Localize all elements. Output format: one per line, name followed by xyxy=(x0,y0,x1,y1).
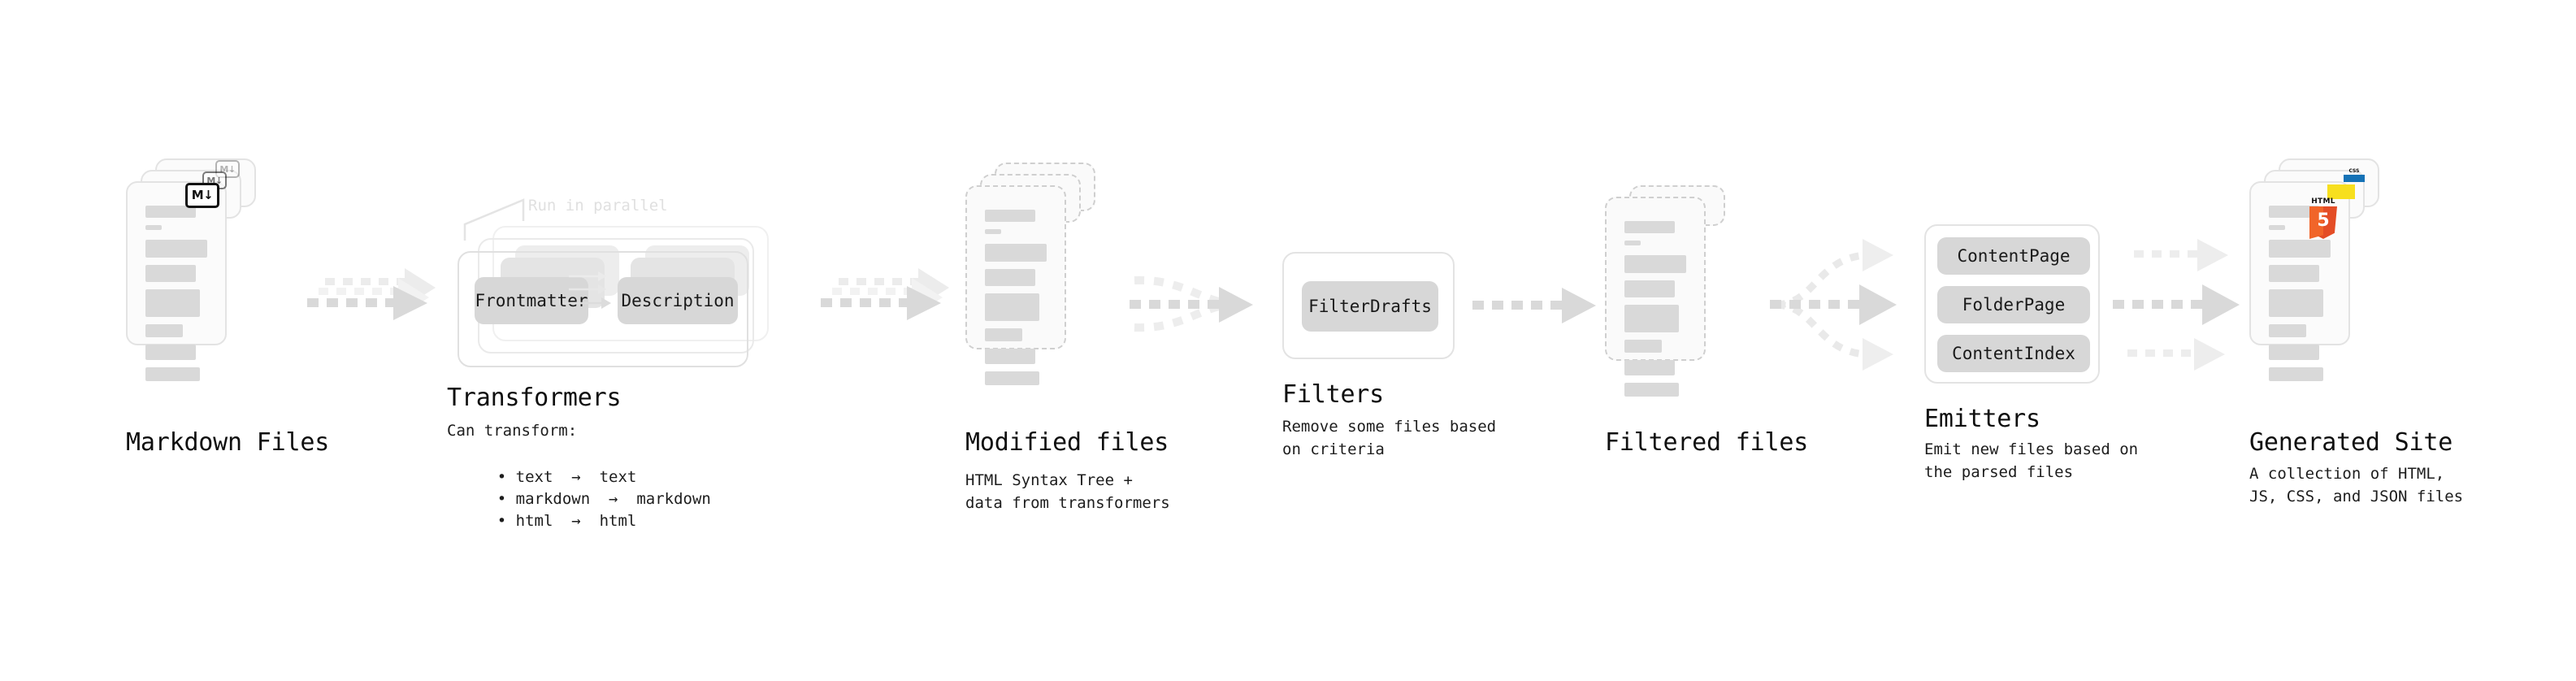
file-line xyxy=(145,324,183,337)
stage-title-transformers: Transformers xyxy=(447,384,622,412)
file-line xyxy=(2269,225,2285,230)
transformer-chip-frontmatter[interactable]: Frontmatter xyxy=(475,277,588,324)
stage-title-markdown-files: Markdown Files xyxy=(126,428,330,457)
file-card-front xyxy=(126,181,227,381)
file-line xyxy=(985,328,1022,341)
file-line xyxy=(145,265,196,282)
emitter-chip-contentpage[interactable]: ContentPage xyxy=(1937,237,2090,275)
file-line xyxy=(2269,206,2319,218)
file-line xyxy=(985,210,1035,222)
javascript-icon xyxy=(2327,184,2355,199)
run-in-parallel-bracket xyxy=(463,198,525,241)
transformer-chip-description[interactable]: Description xyxy=(618,277,738,324)
file-line xyxy=(1624,255,1686,273)
html5-wordmark: HTML xyxy=(2311,197,2335,206)
connector-transformers-to-modified xyxy=(821,268,949,320)
filters-subtitle: Remove some files based on criteria xyxy=(1282,418,1497,458)
file-content-lines xyxy=(2269,206,2331,388)
emitters-box: ContentPage FolderPage ContentIndex xyxy=(1924,224,2100,384)
file-line xyxy=(145,240,207,258)
file-line xyxy=(985,269,1035,286)
markdown-icon: M↓ xyxy=(185,183,219,208)
stage-title-filtered-files: Filtered files xyxy=(1605,428,1809,457)
html5-number: 5 xyxy=(2317,210,2330,231)
connector-markdown-to-transformers xyxy=(307,268,436,320)
run-in-parallel-label: Run in parallel xyxy=(528,197,668,215)
modified-files-subtitle: HTML Syntax Tree + data from transformer… xyxy=(965,471,1170,512)
file-line xyxy=(985,371,1039,385)
connector-filtered-to-emitters xyxy=(1770,239,1897,371)
file-line xyxy=(1624,221,1675,233)
file-line xyxy=(145,345,196,360)
stage-title-generated-site: Generated Site xyxy=(2249,428,2453,457)
bullet-marker: • xyxy=(497,489,516,508)
file-line xyxy=(2269,324,2306,337)
connector-filters-to-filtered xyxy=(1472,288,1596,323)
file-line xyxy=(2269,345,2319,360)
stage-title-modified-files: Modified files xyxy=(965,428,1169,457)
file-line xyxy=(145,225,162,230)
file-line xyxy=(2269,240,2331,258)
css3-icon xyxy=(2344,168,2365,182)
stage-title-filters: Filters xyxy=(1282,380,1385,409)
transformers-bullet-2: • html → html xyxy=(460,488,637,555)
transformers-bullet-1: • markdown → markdown xyxy=(460,466,711,533)
file-line xyxy=(2269,265,2319,282)
bullet-text: text → text xyxy=(515,467,637,486)
emitters-subtitle: Emit new files based on the parsed files xyxy=(1924,440,2139,481)
file-line xyxy=(2269,367,2323,381)
file-line xyxy=(2269,289,2323,317)
file-line xyxy=(985,293,1039,321)
stage-title-emitters: Emitters xyxy=(1924,405,2040,433)
transformer-box-front: Frontmatter Description xyxy=(458,251,748,367)
filters-box: FilterDrafts xyxy=(1282,252,1455,359)
file-content-lines xyxy=(1624,221,1686,404)
bullet-marker: • xyxy=(497,511,516,530)
file-line xyxy=(145,367,200,381)
file-line xyxy=(985,244,1047,262)
transformer-inner-arrows xyxy=(564,271,611,309)
html5-icon: HTML 5 xyxy=(2309,197,2337,239)
generated-site-subtitle: A collection of HTML, JS, CSS, and JSON … xyxy=(2249,465,2464,505)
file-line xyxy=(1624,360,1675,375)
file-line xyxy=(985,229,1001,234)
transformers-subtitle: Can transform: xyxy=(447,422,578,440)
connector-emitters-to-site xyxy=(2113,239,2240,371)
bullet-text: markdown → markdown xyxy=(515,489,711,508)
file-line xyxy=(1624,340,1662,353)
file-line xyxy=(1624,383,1679,397)
file-line xyxy=(1624,280,1675,297)
generated-site-file-stack: HTML 5 xyxy=(2249,158,2379,381)
file-content-lines xyxy=(145,206,207,388)
file-line xyxy=(145,206,196,218)
emitter-chip-folderpage[interactable]: FolderPage xyxy=(1937,286,2090,323)
filter-chip-filterdrafts[interactable]: FilterDrafts xyxy=(1302,281,1438,332)
bullet-marker: • xyxy=(497,467,516,486)
connector-modified-to-filters xyxy=(1130,275,1253,332)
file-line xyxy=(985,349,1035,364)
bullet-text: html → html xyxy=(515,511,637,530)
file-line xyxy=(1624,305,1679,332)
file-card-front xyxy=(965,185,1066,385)
file-line xyxy=(145,289,200,317)
file-card-front xyxy=(1605,197,1706,397)
file-line xyxy=(1624,241,1641,245)
file-content-lines xyxy=(985,210,1047,393)
emitter-chip-contentindex[interactable]: ContentIndex xyxy=(1937,335,2090,372)
transformers-bullet-0: • text → text xyxy=(460,444,637,511)
